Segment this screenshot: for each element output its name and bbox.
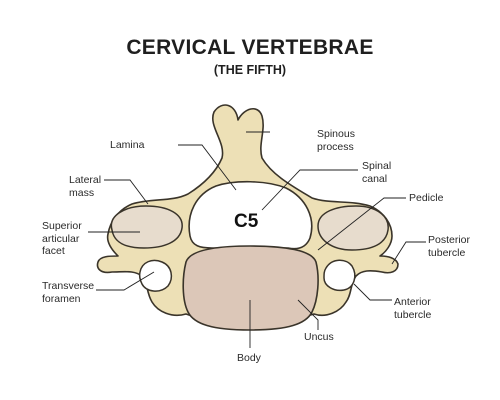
label-posterior-tubercle: Posterior tubercle: [428, 234, 471, 259]
label-spinal-canal: Spinal canal: [362, 160, 392, 185]
leader-spinal-canal: [261, 169, 358, 211]
leader-posterior-tubercle: [391, 241, 426, 265]
left-articular-facet: [110, 205, 183, 249]
left-transverse-foramen: [138, 259, 173, 292]
label-transverse-foramen: Transverse foramen: [42, 280, 95, 305]
vertebra-level-label: C5: [234, 211, 259, 232]
label-superior-articular-facet: Superior articular facet: [42, 220, 82, 257]
right-articular-facet: [317, 205, 389, 251]
leader-transverse-foramen: [96, 271, 155, 291]
label-body: Body: [237, 352, 261, 364]
label-pedicle: Pedicle: [409, 192, 444, 204]
leader-pedicle: [317, 197, 406, 251]
label-uncus: Uncus: [304, 331, 334, 343]
leader-lamina: [178, 144, 237, 191]
label-spinous-process: Spinous process: [317, 128, 355, 153]
label-lateral-mass: Lateral mass: [69, 174, 102, 199]
leader-anterior-tubercle: [353, 283, 392, 301]
label-anterior-tubercle: Anterior tubercle: [394, 296, 432, 321]
diagram-title: CERVICAL VERTEBRAE: [126, 36, 374, 59]
vertebral-body: [182, 245, 319, 331]
leader-lateral-mass: [104, 179, 149, 205]
leader-uncus: [297, 299, 319, 330]
right-transverse-foramen: [323, 259, 356, 292]
label-lamina: Lamina: [110, 139, 145, 151]
diagram-subtitle: (THE FIFTH): [213, 63, 287, 77]
